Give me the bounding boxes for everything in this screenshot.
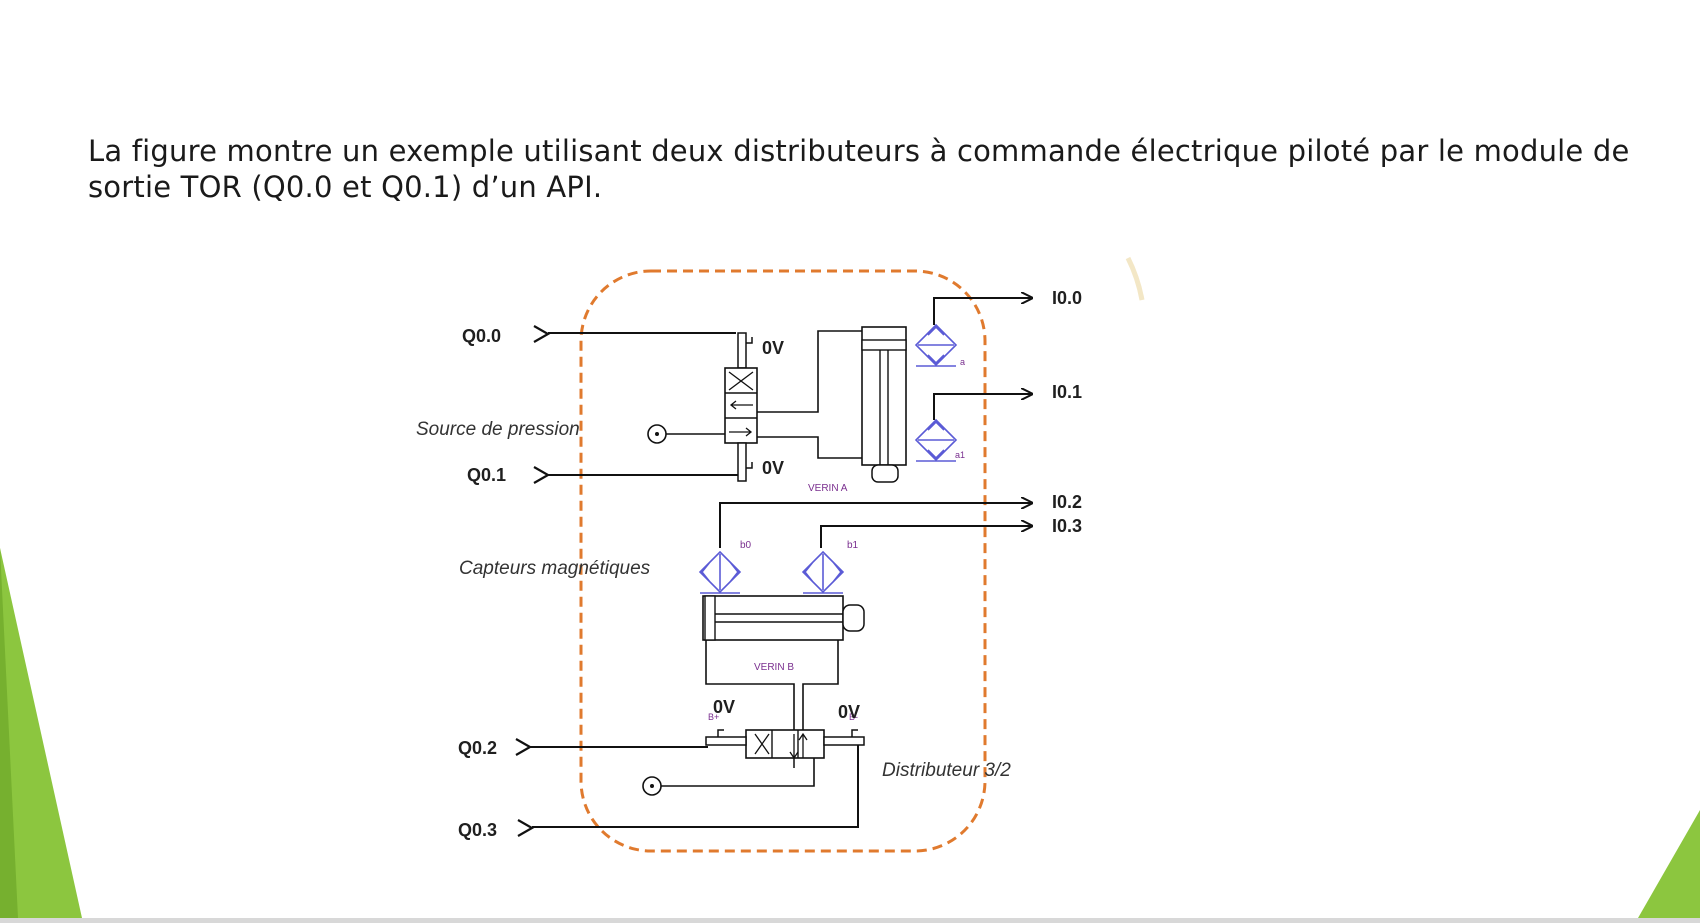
valve-b-right-solenoid (823, 736, 865, 746)
sensor-a1-icon (914, 418, 958, 462)
cylinder-b-label: VERIN B (754, 662, 794, 673)
pressure-source-b-dot (650, 784, 654, 788)
valve-b-minus-tag: B- (849, 712, 858, 722)
sensor-b0-tag: b0 (740, 540, 752, 551)
pipe-b-left (705, 640, 795, 742)
ground-label-4: 0V (838, 702, 860, 722)
ground-label-3: 0V (713, 697, 735, 717)
output-q03-wire (532, 745, 859, 828)
valve-a-top-solenoid (737, 332, 747, 369)
cylinder-a-rod-end (871, 464, 899, 483)
cylinder-a-piston (861, 339, 907, 351)
decor-green-left (0, 548, 82, 918)
valve-b-right-0v-tick (851, 729, 858, 737)
decor-green-right (1638, 810, 1700, 918)
valve-a-cross (728, 371, 754, 391)
valve-b-plus-tag: B+ (708, 712, 719, 722)
output-q00-label: Q0.0 (462, 326, 501, 346)
valve-a-bottom-solenoid (737, 442, 747, 482)
decor-faint-mark (1125, 256, 1145, 301)
wire-i03 (820, 526, 1032, 548)
control-enclosure (579, 269, 987, 853)
ground-label-1: 0V (762, 338, 784, 358)
valve-b-cross (754, 733, 770, 755)
valve-a-arrow-right (729, 427, 753, 437)
sensors-label: Capteurs magnétiques (459, 558, 651, 579)
output-q03-label: Q0.3 (458, 820, 497, 840)
output-q03-chevron (517, 819, 535, 837)
output-q02-label: Q0.2 (458, 738, 497, 758)
valve-label: Distributeur 3/2 (882, 760, 1011, 781)
sensor-b1-tag: b1 (847, 540, 859, 551)
valve-b-left-0v-tick (717, 729, 724, 737)
slide-body-text: La figure montre un exemple utilisant de… (88, 133, 1648, 205)
input-i01-label: I0.1 (1052, 382, 1082, 402)
ground-label-2: 0V (762, 458, 784, 478)
valve-b-body (745, 729, 825, 759)
output-q01-label: Q0.1 (467, 465, 506, 485)
valve-b-arrow-up (798, 732, 808, 758)
pressure-source-a-dot (655, 432, 659, 436)
valve-b-left-solenoid (705, 736, 747, 746)
slide-bottom-border (0, 918, 1700, 923)
valve-a-bottom-0v-tick (746, 462, 753, 469)
input-i00-label: I0.0 (1052, 288, 1082, 308)
sensor-b1-icon (801, 550, 845, 594)
wire-i01 (933, 394, 1032, 420)
pipe-b-right (802, 640, 839, 742)
pressure-source-label: Source de pression (416, 419, 580, 440)
decor-green-left-shade (0, 548, 18, 918)
sensor-b0-icon (698, 550, 742, 594)
pressure-line-b (661, 758, 815, 787)
sensor-a-icon (914, 323, 958, 367)
cylinder-b-rod-end (842, 604, 865, 632)
cylinder-a-label: VERIN A (808, 483, 848, 494)
cylinder-b-piston (704, 595, 716, 641)
pipe-a-lower (757, 436, 862, 459)
wire-i02 (719, 503, 1032, 548)
output-q02-chevron (515, 738, 533, 756)
pipe-a-upper (757, 330, 862, 413)
body-text-line-2: sortie TOR (Q0.0 et Q0.1) d’un API. (88, 170, 603, 204)
cylinder-b-body (702, 595, 844, 641)
sensor-a-tag: a (960, 357, 965, 367)
wire-i00 (933, 298, 1032, 325)
input-i03-label: I0.3 (1052, 516, 1082, 536)
input-i02-label: I0.2 (1052, 492, 1082, 512)
output-q01-chevron (533, 466, 551, 484)
valve-a-top-0v-tick (746, 337, 753, 344)
valve-a-arrow-left (729, 400, 753, 410)
output-q00-chevron (533, 325, 551, 343)
sensor-a1-tag: a1 (955, 450, 965, 460)
body-text-line-1: La figure montre un exemple utilisant de… (88, 134, 1630, 168)
